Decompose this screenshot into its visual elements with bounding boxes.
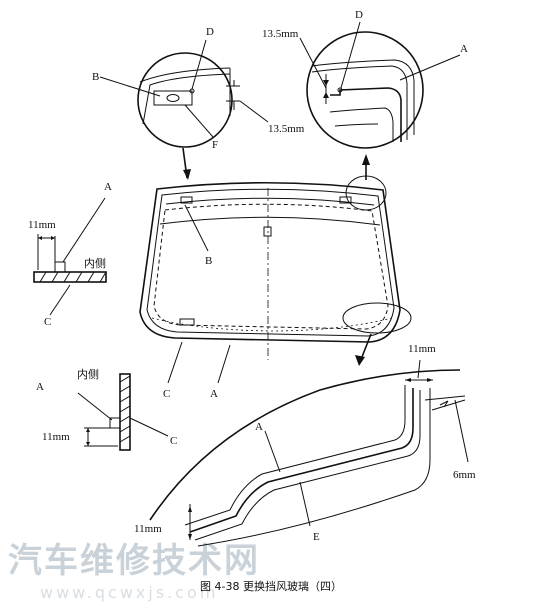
label-C-section-lower: C	[170, 435, 177, 447]
section-view-lower-left	[77, 373, 169, 451]
label-C-windshield: C	[163, 388, 170, 400]
label-C-section-upper: C	[44, 316, 51, 328]
label-D-top-right: D	[355, 9, 363, 21]
dim-11mm-detail-top: 11mm	[408, 343, 436, 355]
label-A-top-right: A	[460, 43, 468, 55]
dim-6mm: 6mm	[453, 469, 476, 481]
detail-lower-right	[149, 359, 469, 547]
label-A-section-lower: A	[36, 381, 44, 393]
dim-11mm-section-upper: 11mm	[28, 219, 56, 231]
label-B-top-left: B	[92, 71, 99, 83]
label-E: E	[313, 531, 320, 543]
section-view-upper-left	[33, 197, 107, 316]
detail-circle-top-left	[99, 39, 269, 180]
dim-13-5mm-right: 13.5mm	[262, 28, 299, 40]
dim-11mm-section-lower: 11mm	[42, 431, 70, 443]
windshield-outline	[139, 175, 412, 384]
label-F: F	[212, 139, 218, 151]
label-A-windshield: A	[210, 388, 218, 400]
detail-circle-top-right	[299, 21, 461, 180]
watermark-title: 汽车维修技术网	[8, 541, 260, 581]
label-A-section-upper: A	[104, 181, 112, 193]
figure-caption: 图 4-38 更换挡风玻璃（四）	[200, 579, 342, 593]
inner-side-upper: 内侧	[84, 256, 106, 270]
dim-13-5mm-left: 13.5mm	[268, 123, 305, 135]
label-A-detail: A	[255, 421, 263, 433]
label-B-windshield: B	[205, 255, 212, 267]
dim-11mm-detail-bottom: 11mm	[134, 523, 162, 535]
inner-side-lower: 内侧	[77, 367, 99, 381]
watermark-url: www.qcwxjs.com	[40, 583, 218, 602]
label-D-top-left: D	[206, 26, 214, 38]
